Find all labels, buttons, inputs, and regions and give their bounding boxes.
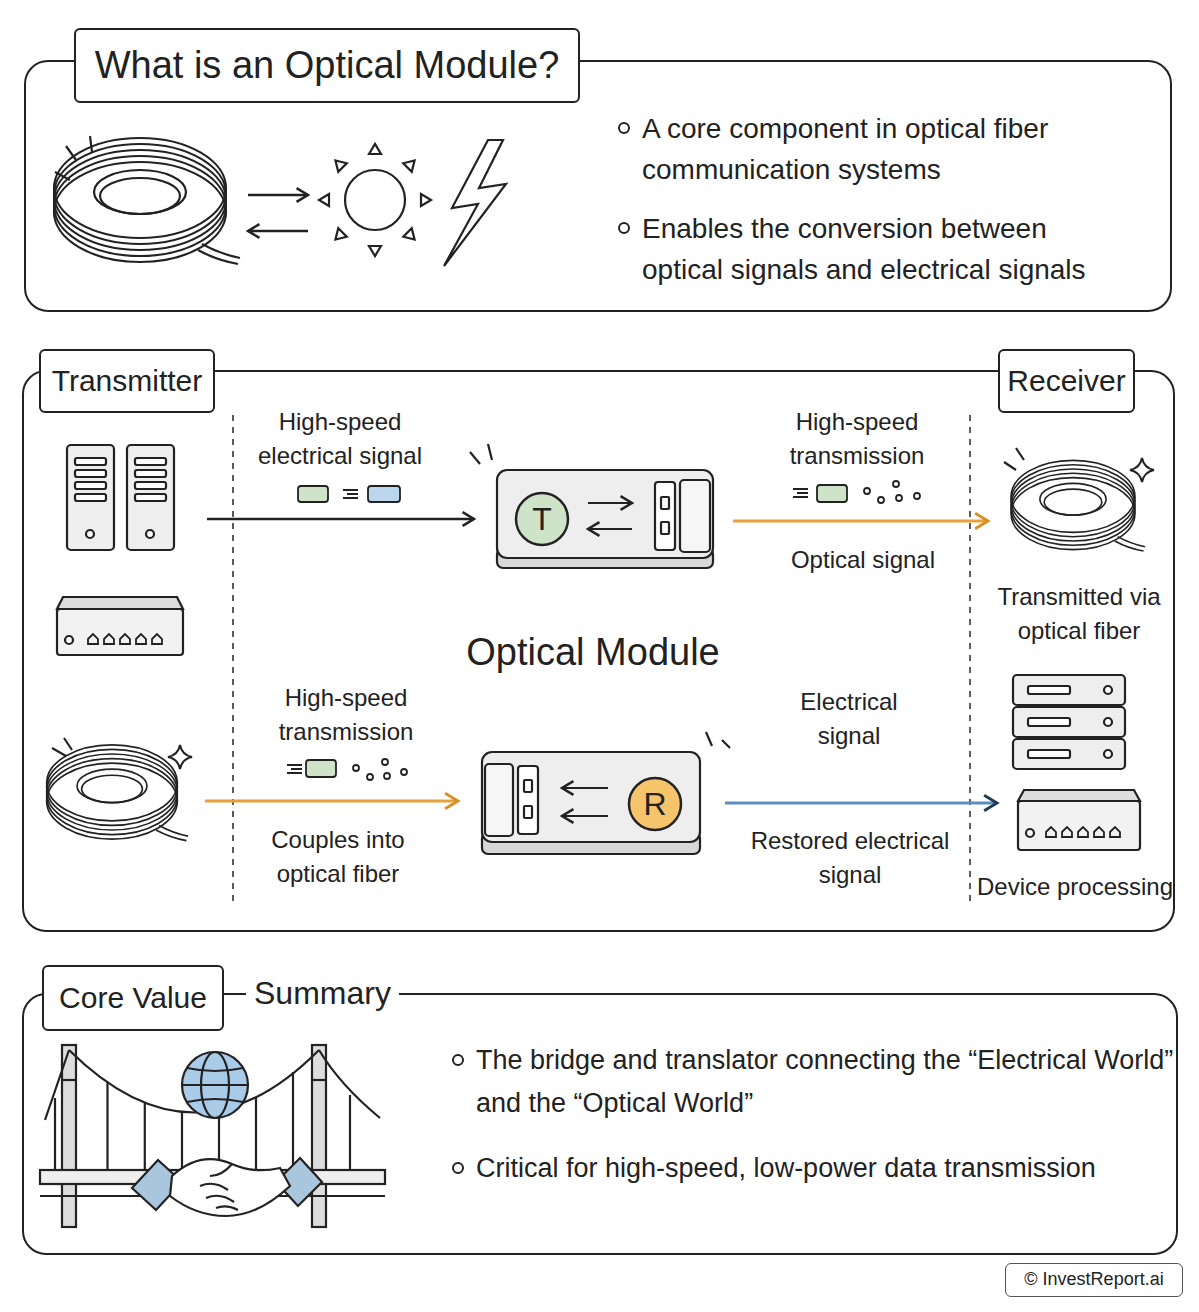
content-panel: Optical ModuleTransmitterReceiverTR [22, 370, 1175, 932]
bullet-text: A core component in optical fiber commun… [618, 108, 1092, 190]
signal-label: Couples into optical fiber [243, 823, 433, 891]
page-title: What is an Optical Module? [74, 28, 580, 103]
signal-label: Electrical signal [774, 685, 924, 753]
switch-icon [57, 597, 183, 655]
tab-label: Core Value [59, 981, 207, 1015]
signal-label: High-speed transmission [757, 405, 957, 473]
signal-label: Transmitted via optical fiber [979, 580, 1179, 648]
bullet-text: Enables the conversion between optical s… [618, 208, 1092, 290]
module-circle: T [514, 491, 570, 547]
transceiver-module [482, 732, 730, 854]
conversion-arrows [248, 195, 308, 231]
signal-label: High-speed transmission [246, 681, 446, 749]
fiber-coil [1004, 448, 1154, 551]
tab-label: Transmitter [52, 364, 203, 398]
signal-label: Device processing [965, 870, 1185, 904]
fiber-coil [47, 738, 192, 841]
lightning-symbol [444, 140, 506, 266]
signal-label: High-speed electrical signal [235, 405, 445, 473]
tab-label-box: Core Value [42, 965, 224, 1031]
bullet-text: The bridge and translator connecting the… [452, 1039, 1176, 1125]
transceiver-module [470, 444, 713, 568]
module-letter: R [643, 786, 666, 823]
bullet-text: Critical for high-speed, low-power data … [452, 1147, 1176, 1190]
signal-label: Restored electrical signal [730, 824, 970, 892]
signal-label: Optical signal [763, 543, 963, 577]
module-letter: T [532, 501, 552, 538]
server-icon [1013, 675, 1125, 769]
watermark: © InvestReport.ai [1005, 1263, 1183, 1297]
tab-label-box: Transmitter [39, 349, 215, 413]
panel-heading: Summary [246, 973, 399, 1013]
tab-label: Receiver [1007, 364, 1125, 398]
dashed-separator [233, 415, 970, 905]
server-icon [67, 445, 174, 550]
module-circle: R [627, 776, 683, 832]
circle-shape [629, 778, 681, 830]
content-panel: SummaryThe bridge and translator connect… [22, 993, 1178, 1255]
switch-icon [1018, 790, 1140, 850]
fiber-coil [54, 136, 240, 264]
bridge-illustration [40, 1045, 385, 1227]
tab-label-box: Receiver [998, 349, 1135, 413]
light-symbol [319, 144, 431, 256]
circle-shape [516, 493, 568, 545]
panel-heading: Optical Module [393, 630, 793, 674]
